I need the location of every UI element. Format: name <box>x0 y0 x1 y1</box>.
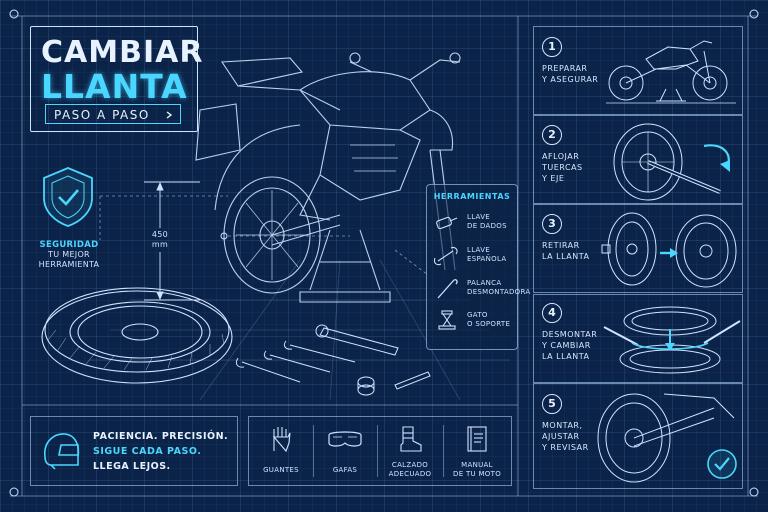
title-line-2: LLANTA <box>41 67 188 106</box>
safety-line-1: SEGURIDAD <box>39 240 99 250</box>
step-2-number: 2 <box>542 125 562 145</box>
boot-icon <box>400 426 422 452</box>
dimension-unit: mm <box>151 240 169 249</box>
manual-icon <box>467 426 487 452</box>
safety-line-3: HERRAMIENTA <box>38 260 100 269</box>
loosen-axle-drawing <box>613 123 730 201</box>
tip-line-1: PACIENCIA. PRECISIÓN. <box>93 431 229 442</box>
check-circle-icon <box>707 449 737 479</box>
step-3-text: RETIRAR LA LLANTA <box>542 240 589 262</box>
tool-4-line-2: O SOPORTE <box>467 320 511 328</box>
tool-3-line-2: DESMONTADORA <box>467 288 531 296</box>
tools-panel: HERRAMIENTAS LLAVE DE DADOS LLAVE ESPAÑO… <box>426 184 531 350</box>
gloves-icon <box>272 427 291 453</box>
step-5-line-1: MONTAR, <box>542 421 583 430</box>
floor-tools-drawing <box>235 324 431 396</box>
gear-3-text: CALZADO ADECUADO <box>377 461 443 479</box>
dimension-label: 450 mm <box>148 230 172 250</box>
gear-4-line-2: DE TU MOTO <box>453 470 501 478</box>
step-1-text: PREPARAR Y ASEGURAR <box>542 63 598 85</box>
gear-3-line-1: CALZADO <box>391 461 429 469</box>
shield-check-icon <box>43 167 93 227</box>
step-3-panel: 3 RETIRAR LA LLANTA <box>533 204 743 293</box>
chevron-right-icon <box>166 111 173 119</box>
step-1-line-2: Y ASEGURAR <box>542 75 599 84</box>
title-box: CAMBIAR LLANTA PASO A PASO <box>30 26 202 132</box>
step-5-panel: 5 MONTAR, AJUSTAR Y REVISAR <box>533 383 743 489</box>
remove-wheel-drawing <box>601 212 737 288</box>
safety-text: SEGURIDAD TU MEJOR HERRAMIENTA <box>36 240 102 270</box>
step-5-line-3: Y REVISAR <box>542 443 589 452</box>
tools-heading: HERRAMIENTAS <box>433 192 511 201</box>
tire-lever-icon <box>437 279 458 299</box>
tool-1-line-1: LLAVE <box>467 213 491 221</box>
step-4-line-1: DESMONTAR <box>542 330 598 339</box>
step-3-number: 3 <box>542 214 562 234</box>
tip-line-2: SIGUE CADA PASO. <box>93 446 202 457</box>
tool-2-line-1: LLAVE <box>467 246 491 254</box>
subtitle-badge: PASO A PASO <box>45 104 181 124</box>
tip-box: PACIENCIA. PRECISIÓN. SIGUE CADA PASO. L… <box>30 416 238 486</box>
tool-1-line-2: DE DADOS <box>467 222 507 230</box>
step-5-line-2: AJUSTAR <box>542 432 580 441</box>
step-2-line-3: Y EJE <box>542 174 565 183</box>
gear-divider <box>443 425 444 477</box>
step-1-number: 1 <box>542 37 562 57</box>
tool-3-line-1: PALANCA <box>467 279 502 287</box>
gear-divider <box>313 425 314 477</box>
step-4-panel: 4 DESMONTAR Y CAMBIAR LA LLANTA <box>533 294 743 383</box>
change-tire-drawing <box>603 306 741 374</box>
step-4-line-3: LA LLANTA <box>542 352 590 361</box>
tip-text: PACIENCIA. PRECISIÓN. SIGUE CADA PASO. L… <box>93 429 228 474</box>
tool-2-line-2: ESPAÑOLA <box>467 255 507 263</box>
step-3-line-2: LA LLANTA <box>542 252 590 261</box>
helmet-icon <box>44 433 80 470</box>
step-2-text: AFLOJAR TUERCAS Y EJE <box>542 151 583 184</box>
gear-4-line-1: MANUAL <box>461 461 493 469</box>
mounted-wheel-drawing <box>597 393 737 483</box>
gear-box: GUANTES GAFAS CALZADO ADECUADO MANUAL DE… <box>248 416 512 486</box>
gear-1-line-1: GUANTES <box>263 466 299 474</box>
step-4-text: DESMONTAR Y CAMBIAR LA LLANTA <box>542 329 597 362</box>
step-4-line-2: Y CAMBIAR <box>542 341 591 350</box>
tip-line-3: LLEGA LEJOS. <box>93 461 171 472</box>
safety-line-2: TU MEJOR <box>48 250 90 259</box>
gear-4-text: MANUAL DE TU MOTO <box>443 461 511 479</box>
gear-2-line-1: GAFAS <box>332 466 358 474</box>
step-1-panel: 1 PREPARAR Y ASEGURAR <box>533 26 743 115</box>
corner-marks <box>9 9 759 497</box>
socket-wrench-icon <box>436 216 458 230</box>
gear-3-line-2: ADECUADO <box>388 470 432 478</box>
subtitle-text: PASO A PASO <box>54 108 150 122</box>
step-5-number: 5 <box>542 394 562 414</box>
step-4-number: 4 <box>542 303 562 323</box>
step-2-line-2: TUERCAS <box>542 163 583 172</box>
dimension-value: 450 <box>151 230 169 239</box>
goggles-icon <box>328 431 362 447</box>
tool-4-line-1: GATO <box>467 311 488 319</box>
open-wrench-icon <box>433 246 458 266</box>
step-2-panel: 2 AFLOJAR TUERCAS Y EJE <box>533 115 743 204</box>
jack-icon <box>438 310 456 330</box>
step-3-line-1: RETIRAR <box>542 241 580 250</box>
gear-divider <box>377 425 378 477</box>
loose-tire-drawing <box>41 287 233 384</box>
step-1-line-1: PREPARAR <box>542 64 588 73</box>
motorcycle-on-stand-drawing <box>606 40 736 104</box>
title-line-1: CAMBIAR <box>41 35 204 70</box>
step-5-text: MONTAR, AJUSTAR Y REVISAR <box>542 420 589 453</box>
step-2-line-1: AFLOJAR <box>542 152 580 161</box>
